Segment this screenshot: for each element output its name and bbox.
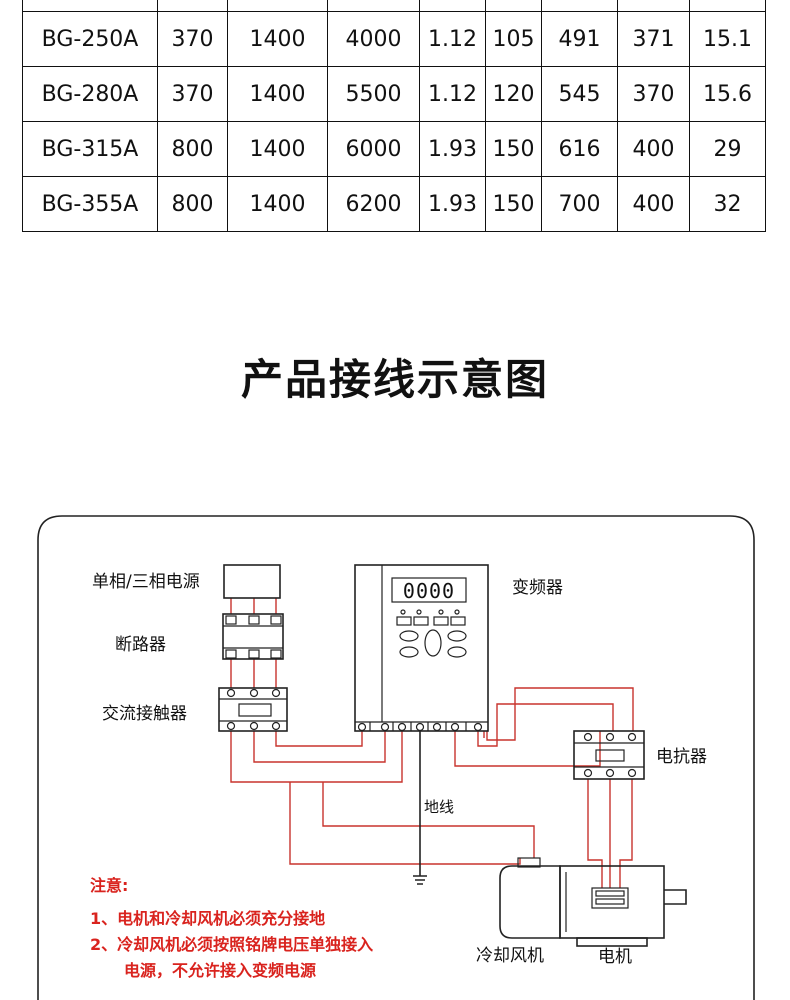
table-cell: 800: [157, 121, 228, 177]
spec-table: BG-250A 370 1400 4000 1.12 105 491 371 1…: [22, 0, 766, 232]
inverter-display-readout: 0000: [403, 579, 455, 603]
ac-contactor: [218, 687, 288, 732]
table-row: BG-315A 800 1400 6000 1.93 150 616 400 2…: [22, 121, 766, 177]
table-cell: 1.12: [419, 11, 486, 67]
inverter: [354, 564, 489, 732]
table-cell: 545: [541, 66, 618, 122]
label-inverter: 变频器: [512, 578, 563, 598]
inverter-display: [391, 577, 467, 603]
table-cell: 700: [541, 176, 618, 232]
table-cell: 491: [541, 11, 618, 67]
label-reactor: 电抗器: [656, 747, 707, 767]
circuit-breaker: [222, 613, 284, 660]
table-cell: 400: [617, 176, 690, 232]
table-cell: 32: [689, 176, 766, 232]
table-row: BG-280A 370 1400 5500 1.12 120 545 370 1…: [22, 66, 766, 122]
table-cell: BG-315A: [22, 121, 158, 177]
table-cell: 371: [617, 11, 690, 67]
table-cell: BG-355A: [22, 176, 158, 232]
table-cell: 1400: [227, 11, 328, 67]
motor-assembly: [499, 857, 687, 947]
reactor: [573, 730, 645, 780]
table-cell: 15.6: [689, 66, 766, 122]
ground-wire: [413, 731, 427, 885]
table-cell: 1400: [227, 66, 328, 122]
table-cell: 1.12: [419, 66, 486, 122]
table-cell: 616: [541, 121, 618, 177]
table-cell: 5500: [327, 66, 420, 122]
note-item-1: 1、电机和冷却风机必须充分接地: [90, 909, 325, 928]
table-cell: 370: [157, 11, 228, 67]
table-cell: 400: [617, 121, 690, 177]
label-ac-contactor: 交流接触器: [102, 704, 187, 724]
label-ground-wire: 地线: [424, 798, 454, 816]
label-motor: 电机: [598, 947, 632, 967]
table-cell: 150: [485, 176, 542, 232]
table-cell: 1.93: [419, 121, 486, 177]
table-row: BG-250A 370 1400 4000 1.12 105 491 371 1…: [22, 11, 766, 67]
table-cell: 150: [485, 121, 542, 177]
power-source-box: [223, 564, 281, 599]
note-title: 注意:: [90, 876, 128, 895]
table-cell: 120: [485, 66, 542, 122]
note-item-2: 2、冷却风机必须按照铭牌电压单独接入: [90, 935, 373, 954]
section-title: 产品接线示意图: [240, 355, 549, 404]
table-row: BG-355A 800 1400 6200 1.93 150 700 400 3…: [22, 176, 766, 232]
table-cell: 1400: [227, 176, 328, 232]
note-item-2-cont: 电源，不允许接入变频电源: [124, 961, 316, 980]
wiring: [230, 598, 634, 888]
diagram-frame: [37, 515, 755, 1000]
label-cooling-fan: 冷却风机: [476, 946, 544, 966]
table-cell: 6000: [327, 121, 420, 177]
table-cell: 800: [157, 176, 228, 232]
table-cell: 1400: [227, 121, 328, 177]
table-cell: 1.93: [419, 176, 486, 232]
table-cell: 6200: [327, 176, 420, 232]
table-cell: BG-280A: [22, 66, 158, 122]
label-circuit-breaker: 断路器: [115, 635, 166, 655]
label-power-source: 单相/三相电源: [92, 572, 200, 592]
